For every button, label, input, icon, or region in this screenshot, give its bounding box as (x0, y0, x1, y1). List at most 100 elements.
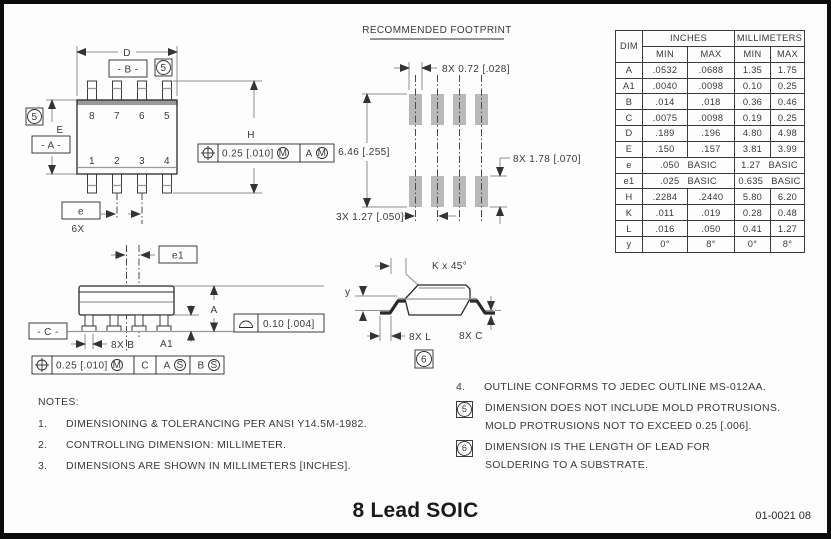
package-body: 8 7 6 5 1 2 3 4 (76, 99, 178, 175)
svg-text:5: 5 (161, 63, 167, 74)
pin-number: 6 (139, 111, 145, 122)
notes-title: NOTES: (38, 396, 79, 408)
pin-number: 5 (164, 111, 170, 122)
fcf-tolerance: 0.25 [.010] (56, 361, 108, 372)
side-body (78, 285, 175, 332)
pitch-label: 3X 1.27 [.050] (336, 212, 404, 223)
pins-top (87, 80, 172, 101)
flag-note-5-icon: 5 (154, 58, 173, 77)
fcf-tolerance: 0.25 [.010] (222, 149, 274, 160)
pin-number: 1 (89, 156, 95, 167)
datum-a: - A - (31, 135, 71, 154)
dim-a1: A1 (160, 305, 199, 350)
datum-b: - B - (108, 59, 148, 78)
rfs-modifier-icon: S (176, 360, 183, 371)
dim-e1-label: e1 (172, 251, 184, 262)
datum-c-label: - C - (37, 327, 58, 338)
lead-angle-label: y (345, 287, 350, 298)
mmc-modifier-icon: M (279, 148, 288, 159)
dim-e1: e1 (111, 245, 198, 264)
flag-note-5-icon: 5 (25, 107, 44, 126)
pad-width-label: 8X 0.72 [.028] (442, 64, 510, 75)
recommended-footprint-view: RECOMMENDED FOOTPRINT 8X 0.72 [.028] (336, 25, 580, 224)
dim-e-pitch: e 6X (61, 193, 143, 235)
dim-a1-label: A1 (160, 339, 173, 350)
position-tolerance-icon (201, 146, 215, 160)
flag-note-5-icon: 5 (456, 401, 473, 418)
lead-width-label: 8X B (111, 340, 134, 351)
dim-pad-width: 8X 0.72 [.028] (394, 62, 510, 90)
page-title: 8 Lead SOIC (352, 499, 479, 522)
document-number: 01-0021 08 (755, 510, 811, 522)
title-block: 8 Lead SOIC (4, 499, 827, 523)
mmc-modifier-icon: M (318, 148, 327, 159)
datum-b-label: - B - (118, 65, 139, 76)
notes-left: NOTES: 1. DIMENSIONING & TOLERANCING PER… (38, 396, 438, 481)
dimension-table: DIM INCHES MILLIMETERS MIN MAX MIN MAX A… (615, 30, 806, 254)
col-header-max: MAX (769, 45, 806, 63)
dim-pad-height: 8X 1.78 [.070] (490, 154, 580, 224)
flag-note-6-icon: 6 (414, 349, 434, 369)
pins-bottom (87, 173, 172, 194)
package-end-view: K x 45° y 8X L (345, 258, 501, 369)
feature-control-frame-bottom: 0.25 [.010] M C A S B S (31, 355, 225, 375)
dim-lead-thickness: 8X C (459, 296, 501, 342)
pad-centerlines (415, 75, 482, 221)
svg-text:6: 6 (421, 355, 427, 366)
dim-d-label: D (123, 48, 131, 59)
footprint-title: RECOMMENDED FOOTPRINT (362, 25, 512, 36)
lead-thickness-label: 8X C (459, 331, 483, 342)
flag-note-6-icon: 6 (456, 440, 473, 457)
span-label: 6.46 [.255] (338, 147, 390, 158)
col-header-dim: DIM (615, 30, 643, 63)
dim-e: E (46, 99, 77, 175)
mmc-modifier-icon: M (113, 360, 122, 371)
dim-e-label: E (56, 125, 63, 136)
flatness-tolerance: 0.10 [.004] (263, 319, 315, 330)
note-item: 4. OUTLINE CONFORMS TO JEDEC OUTLINE MS-… (456, 381, 767, 393)
dim-lead-length: 8X L (367, 316, 431, 343)
notes-right: 4. OUTLINE CONFORMS TO JEDEC OUTLINE MS-… (456, 381, 826, 480)
dim-lead-width: 8X B (71, 334, 134, 351)
note-item-flagged: 5 DIMENSION DOES NOT INCLUDE MOLD PROTRU… (456, 401, 826, 432)
dim-h: H (173, 80, 262, 194)
rfs-modifier-icon: S (210, 360, 217, 371)
chamfer-label: K x 45° (432, 261, 467, 272)
dim-pitch: 3X 1.27 [.050] (336, 212, 456, 223)
dim-d: D (76, 46, 178, 96)
position-tolerance-icon (35, 358, 49, 372)
footprint-pads (409, 94, 488, 207)
package-top-view: D - B - 5 E 5 - A - (25, 46, 335, 235)
gullwing-lead-right (470, 299, 495, 315)
dim-a-label: A (210, 305, 217, 316)
package-side-view: e1 A A1 (28, 245, 325, 375)
dim-span: 6.46 [.255] (338, 93, 407, 208)
fcf-datum: C (141, 361, 149, 372)
note-item: 1. DIMENSIONING & TOLERANCING PER ANSI Y… (38, 418, 367, 430)
surface-profile-icon (239, 320, 253, 328)
note-item: 3. DIMENSIONS ARE SHOWN IN MILLIMETERS [… (38, 460, 351, 472)
datum-c: - C - (28, 322, 68, 340)
col-header-min: MIN (642, 45, 688, 63)
pin-number: 7 (114, 111, 120, 122)
pin-number: 3 (139, 156, 145, 167)
note-item: 2. CONTROLLING DIMENSION: MILLIMETER. (38, 439, 287, 451)
end-body (380, 284, 495, 316)
col-header-min: MIN (734, 45, 771, 63)
col-header-millimeters: MILLIMETERS (733, 30, 806, 47)
note-item-flagged: 6 DIMENSION IS THE LENGTH OF LEAD FOR SO… (456, 440, 826, 471)
fcf-datum: A (163, 361, 170, 372)
col-header-inches: INCHES (642, 30, 735, 47)
fcf-datum: A (305, 149, 312, 160)
dim-lead-angle: y (345, 286, 397, 321)
